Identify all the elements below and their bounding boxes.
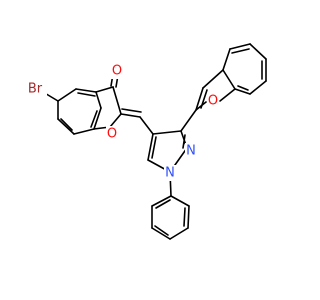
bromine-label: Br xyxy=(28,82,43,97)
bonds xyxy=(42,43,267,240)
bond xyxy=(170,195,190,207)
ring-oxygen-right-label: O xyxy=(208,94,218,109)
bond xyxy=(182,134,186,149)
bond xyxy=(234,88,251,95)
bond xyxy=(120,113,141,118)
ketone-oxygen-label: O xyxy=(112,64,122,79)
bond xyxy=(249,43,267,60)
nitrogen-lower-atom: N xyxy=(164,165,176,181)
molecule-structure: Br O O O N N xyxy=(25,43,267,240)
bond xyxy=(90,110,98,128)
bond xyxy=(151,227,171,240)
bromine-atom: Br xyxy=(25,81,47,97)
bond xyxy=(222,69,236,90)
bond xyxy=(152,130,182,135)
bond xyxy=(231,48,250,54)
bond xyxy=(237,85,249,91)
nitrogen-upper-atom: N xyxy=(185,143,197,159)
bond xyxy=(139,116,154,135)
nitrogen-lower-label: N xyxy=(165,166,175,181)
bond xyxy=(147,133,154,161)
bond xyxy=(222,48,231,71)
bond xyxy=(180,109,197,132)
bond xyxy=(155,199,171,209)
bond xyxy=(229,43,251,50)
bond xyxy=(77,92,96,97)
bond xyxy=(95,86,114,93)
bond xyxy=(151,195,172,207)
bond xyxy=(109,113,122,128)
bond xyxy=(154,225,169,236)
bond xyxy=(202,69,224,89)
bond xyxy=(95,91,102,109)
nitrogen-upper-label: N xyxy=(186,144,196,159)
bond xyxy=(75,88,97,93)
bond xyxy=(219,88,236,102)
bond xyxy=(73,128,95,135)
bond xyxy=(151,136,157,159)
ring-oxygen-left-label: O xyxy=(107,127,117,142)
bond xyxy=(121,108,142,113)
bond xyxy=(57,88,77,102)
ring-oxygen-right-atom: O xyxy=(207,93,219,109)
bond xyxy=(93,107,102,130)
atom-labels: Br O O O N N xyxy=(25,63,219,181)
bond xyxy=(187,205,190,229)
bond xyxy=(200,89,208,109)
bond xyxy=(195,87,204,111)
bond xyxy=(60,118,73,131)
ring-oxygen-left-atom: O xyxy=(106,126,118,142)
bond xyxy=(57,118,75,135)
bond xyxy=(249,80,267,95)
bond xyxy=(183,207,186,227)
bond xyxy=(169,227,189,240)
bond xyxy=(112,86,122,115)
ketone-oxygen-atom: O xyxy=(111,63,123,79)
